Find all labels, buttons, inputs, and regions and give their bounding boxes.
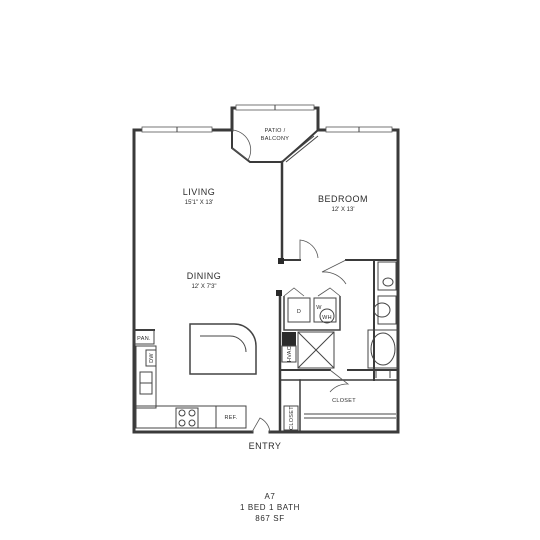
dishwasher-label: DW [149,353,155,363]
water-heater-label: WH [322,315,332,321]
patio-doors [231,129,319,163]
refrigerator-label: REF. [224,415,237,421]
unit-area: 867 SF [255,514,285,523]
bedroom-closet: CLOSET [304,398,396,419]
unit-beds-baths: 1 BED 1 BATH [240,503,300,512]
washer-label: W [316,305,322,311]
exterior-walls [132,106,400,434]
balcony-label: BALCONY [261,136,289,142]
interior-doors [251,239,350,433]
unit-name: A7 [264,492,276,501]
hvac-label: HVAC [287,346,293,362]
entry-closet: CLOSET [283,405,299,431]
windows [141,104,393,133]
bedroom-dimensions: 12' X 13' [332,207,355,213]
room-labels: PATIO / BALCONY LIVING 15'1" X 13' BEDRO… [183,128,368,451]
entry-closet-label: CLOSET [289,406,295,430]
dining-dimensions: 12' X 7'3" [191,284,216,290]
patio-label: PATIO / [265,128,286,134]
bedroom-label: BEDROOM [318,194,368,204]
entry-label: ENTRY [249,441,282,451]
bathroom [367,261,399,378]
kitchen: PAN. DW REF. [133,323,257,429]
dining-label: DINING [187,271,222,281]
laundry-closet: D W WH [283,287,341,331]
closet-label: CLOSET [332,398,356,404]
hvac-area: HVAC [281,331,335,369]
living-dimensions: 15'1" X 13' [185,200,213,206]
living-label: LIVING [183,187,216,197]
dryer-label: D [297,309,301,315]
pantry-label: PAN. [137,336,151,342]
